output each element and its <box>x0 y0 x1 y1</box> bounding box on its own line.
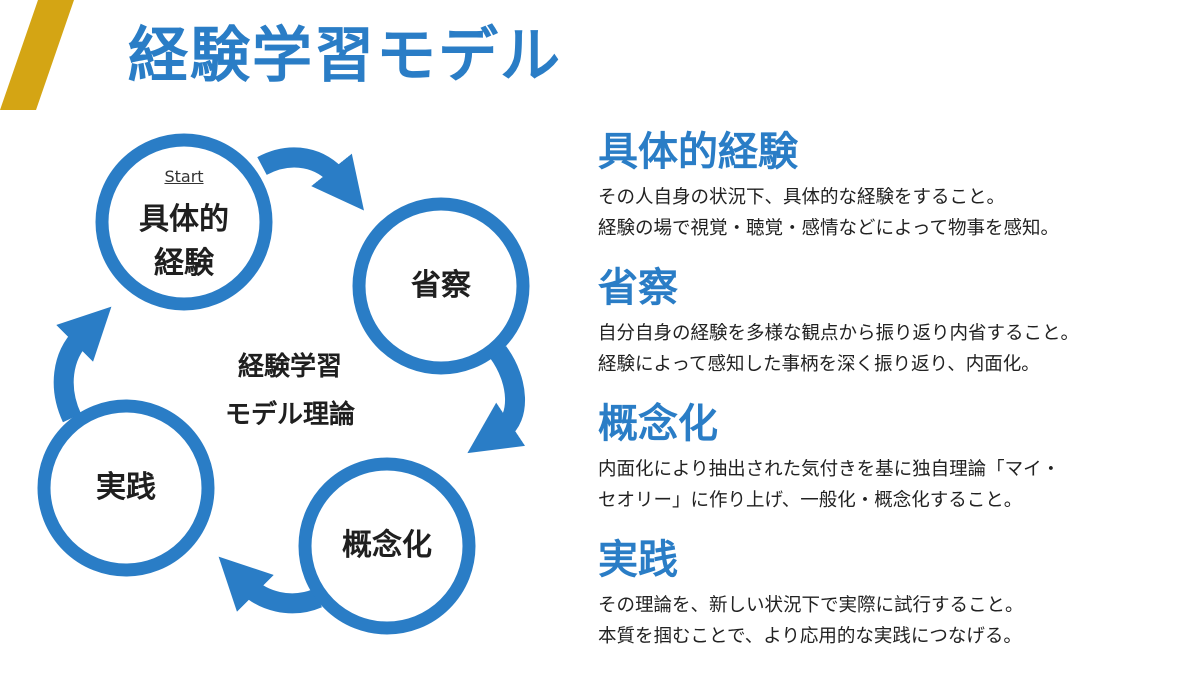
section-text-line: その人自身の状況下、具体的な経験をすること。 <box>598 187 1006 208</box>
section-concrete-experience: 具体的経験 その人自身の状況下、具体的な経験をすること。 経験の場で視覚・聴覚・… <box>598 126 1188 244</box>
section-text: 内面化により抽出された気付きを基に独自理論「マイ・ セオリー」に作り上げ、一般化… <box>598 454 1188 516</box>
node-label-reflection: 省察 <box>381 264 501 308</box>
arrow-conceptualization-to-practice <box>218 556 322 614</box>
node-conceptualization <box>298 457 476 635</box>
arrow-experience-to-reflection <box>257 147 365 211</box>
node-label-concrete-experience: 具体的 経験 <box>124 198 244 286</box>
node-label-practice: 実践 <box>66 466 186 510</box>
section-text-line: その理論を、新しい状況下で実際に試行すること。 <box>598 595 1024 616</box>
slide-title: 経験学習モデル <box>128 21 562 91</box>
center-label-line: モデル理論 <box>224 400 355 430</box>
node-label-line: 実践 <box>96 470 156 505</box>
section-heading: 概念化 <box>598 401 718 447</box>
node-label-line: 概念化 <box>342 528 432 563</box>
node-label-line: 具体的 <box>139 202 229 237</box>
node-label-conceptualization: 概念化 <box>317 524 457 568</box>
arrow-reflection-to-conceptualization <box>467 346 526 454</box>
arrow-practice-to-experience <box>53 306 112 423</box>
section-text-line: 自分自身の経験を多様な観点から振り返り内省すること。 <box>598 323 1080 344</box>
accent-stripe <box>0 0 74 110</box>
cycle-diagram <box>37 133 530 635</box>
section-text-line: セオリー」に作り上げ、一般化・概念化すること。 <box>598 490 1023 511</box>
section-practice: 実践 その理論を、新しい状況下で実際に試行すること。 本質を掴むことで、より応用… <box>598 534 1188 652</box>
node-label-line: 省察 <box>411 268 471 303</box>
section-heading: 省察 <box>598 265 678 311</box>
section-text-line: 経験の場で視覚・聴覚・感情などによって物事を感知。 <box>598 218 1060 239</box>
center-label: 経験学習 モデル理論 <box>190 343 390 439</box>
section-text: その理論を、新しい状況下で実際に試行すること。 本質を掴むことで、より応用的な実… <box>598 590 1188 652</box>
section-heading: 実践 <box>598 537 678 583</box>
section-text-line: 経験によって感知した事柄を深く振り返り、内面化。 <box>598 354 1040 375</box>
node-practice <box>37 399 215 577</box>
node-label-line: 経験 <box>154 246 214 281</box>
section-reflection: 省察 自分自身の経験を多様な観点から振り返り内省すること。 経験によって感知した… <box>598 262 1188 380</box>
section-text-line: 内面化により抽出された気付きを基に独自理論「マイ・ <box>598 459 1061 480</box>
section-conceptualization: 概念化 内面化により抽出された気付きを基に独自理論「マイ・ セオリー」に作り上げ… <box>598 398 1188 516</box>
center-label-line: 経験学習 <box>237 352 342 382</box>
node-reflection <box>352 197 530 375</box>
start-label: Start <box>164 167 204 186</box>
node-concrete-experience <box>95 133 273 311</box>
section-heading: 具体的経験 <box>598 129 798 175</box>
section-text: その人自身の状況下、具体的な経験をすること。 経験の場で視覚・聴覚・感情などによ… <box>598 182 1188 244</box>
section-text: 自分自身の経験を多様な観点から振り返り内省すること。 経験によって感知した事柄を… <box>598 318 1188 380</box>
section-text-line: 本質を掴むことで、より応用的な実践につなげる。 <box>598 626 1022 647</box>
